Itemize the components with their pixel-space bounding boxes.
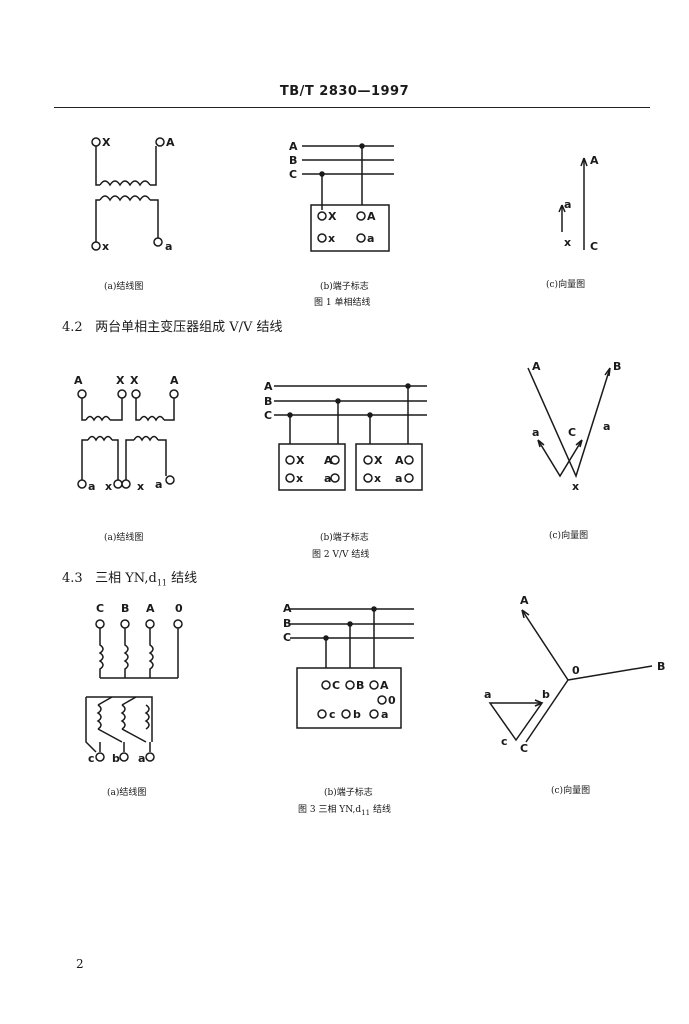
fig3-b-term-b: b	[353, 708, 361, 721]
fig2-b-term-X2: X	[374, 454, 383, 467]
fig1-c-label-A: A	[590, 154, 599, 167]
fig2-b-label-C: C	[264, 409, 272, 422]
fig1-c-label-C: C	[590, 240, 598, 253]
fig3-c-label-c2: C	[520, 742, 528, 755]
fig1-subcaption-a: (a)结线图	[104, 282, 144, 292]
fig3-a-label-B: B	[121, 602, 129, 615]
fig2-a-label-x2: x	[137, 480, 144, 493]
section-4-3-number: 4.3	[62, 571, 83, 586]
fig1-b-term-X: X	[328, 210, 337, 223]
fig2-c-label-A: A	[532, 360, 541, 373]
fig3-b-term-c: c	[329, 708, 336, 721]
fig3-a-label-C: C	[96, 602, 104, 615]
fig2-caption: 图 2 V/V 结线	[312, 550, 370, 560]
fig1-c-label-x: x	[564, 236, 571, 249]
figure-1-wiring-diagram: X A x a A B C X A x a A C a x	[91, 136, 599, 253]
fig2-c-label-C: C	[568, 426, 576, 439]
fig2-a-label-x1: x	[105, 480, 112, 493]
fig3-c-label-O: 0	[572, 664, 580, 677]
fig2-c-label-a2: a	[603, 420, 610, 433]
fig1-c-label-a: a	[564, 198, 571, 211]
fig1-caption: 图 1 单相结线	[314, 298, 371, 308]
fig3-subcaption-c: (c)向量图	[551, 786, 591, 796]
section-4-3-title-tail: 结线	[167, 571, 198, 586]
fig2-c-label-B: B	[613, 360, 621, 373]
fig1-a-label-a: a	[165, 240, 172, 253]
fig3-caption-subscript: 11	[361, 808, 371, 817]
figure-2-wiring-diagram: A X X A a x x a A B C X A x a X A x a A …	[74, 360, 621, 493]
fig3-b-term-a: a	[381, 708, 388, 721]
fig3-caption: 图 3 三相 YN,d11 结线	[298, 802, 391, 817]
fig3-b-label-A: A	[283, 602, 292, 615]
fig3-b-term-O: 0	[388, 694, 396, 707]
document-header: TB/T 2830—1997	[279, 84, 410, 99]
fig1-b-term-x: x	[328, 232, 335, 245]
fig2-a-label-X1: X	[116, 374, 125, 387]
fig2-subcaption-c: (c)向量图	[549, 531, 589, 541]
section-4-2-heading: 4.2 两台单相主变压器组成 V/V 结线	[62, 316, 283, 335]
fig2-b-term-A2: A	[395, 454, 404, 467]
fig2-b-term-X1: X	[296, 454, 305, 467]
fig3-subcaption-a: (a)结线图	[107, 788, 147, 798]
fig3-caption-tail: 结线	[370, 805, 391, 815]
fig2-a-label-A1: A	[74, 374, 83, 387]
fig2-b-label-B: B	[264, 395, 272, 408]
fig3-a-label-b: b	[112, 752, 120, 765]
fig3-a-label-a: a	[138, 752, 145, 765]
fig3-subcaption-b: (b)端子标志	[324, 788, 373, 798]
section-4-3-title: 三相 YN,d	[95, 571, 157, 586]
fig2-subcaption-a: (a)结线图	[104, 533, 144, 543]
fig2-b-term-A1: A	[324, 454, 333, 467]
fig3-b-term-C: C	[332, 679, 340, 692]
fig2-c-label-x: x	[572, 480, 579, 493]
fig3-caption-text: 图 3 三相 YN,d	[298, 805, 362, 815]
fig2-b-term-a2: a	[395, 472, 402, 485]
fig2-b-term-x2: x	[374, 472, 381, 485]
fig3-a-label-c: c	[88, 752, 95, 765]
header-rule	[54, 107, 650, 108]
fig3-b-term-B: B	[356, 679, 364, 692]
fig1-b-label-B: B	[289, 154, 297, 167]
section-4-2-title: 两台单相主变压器组成 V/V 结线	[95, 320, 283, 335]
fig2-b-term-a1: a	[324, 472, 331, 485]
fig2-c-label-a1: a	[532, 426, 539, 439]
fig3-b-label-B: B	[283, 617, 291, 630]
fig3-a-label-A: A	[146, 602, 155, 615]
fig2-a-label-a2: a	[155, 478, 162, 491]
fig1-a-label-x: x	[102, 240, 109, 253]
fig1-subcaption-c: (c)向量图	[546, 280, 586, 290]
fig3-c-label-c1: c	[501, 735, 508, 748]
fig2-a-label-a1: a	[88, 480, 95, 493]
fig2-b-term-x1: x	[296, 472, 303, 485]
section-4-3-heading: 4.3 三相 YN,d11 结线	[62, 567, 197, 588]
fig1-a-label-A: A	[166, 136, 175, 149]
fig1-b-term-a: a	[367, 232, 374, 245]
fig3-a-label-O: 0	[175, 602, 183, 615]
fig1-b-label-C: C	[289, 168, 297, 181]
fig2-subcaption-b: (b)端子标志	[320, 533, 369, 543]
fig2-a-label-X2: X	[130, 374, 139, 387]
fig3-b-term-A: A	[380, 679, 389, 692]
fig1-b-term-A: A	[367, 210, 376, 223]
fig3-c-label-b: b	[542, 688, 550, 701]
fig3-c-label-a: a	[484, 688, 491, 701]
fig1-b-label-A: A	[289, 140, 298, 153]
fig2-a-label-A2: A	[170, 374, 179, 387]
fig2-b-label-A: A	[264, 380, 273, 393]
fig1-a-label-X: X	[102, 136, 111, 149]
section-4-2-number: 4.2	[62, 320, 83, 335]
fig3-b-label-C: C	[283, 631, 291, 644]
section-4-3-title-subscript: 11	[156, 578, 167, 588]
page-number: 2	[76, 957, 84, 971]
fig3-c-label-A: A	[520, 594, 529, 607]
figure-3-wiring-diagram: C B A 0 c b a A B C C B A 0 c b a A B 0 …	[85, 594, 665, 765]
fig3-c-label-B: B	[657, 660, 665, 673]
fig1-subcaption-b: (b)端子标志	[320, 282, 369, 292]
